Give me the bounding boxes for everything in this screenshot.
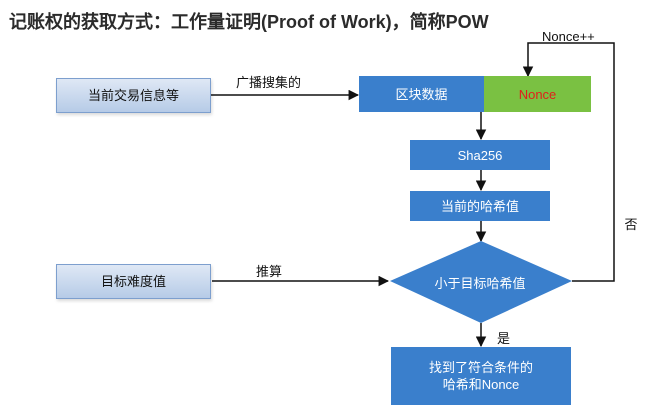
transactions-box: 当前交易信息等 [56, 78, 211, 113]
sha256-box: Sha256 [410, 140, 550, 170]
no-label: 否 [624, 217, 638, 232]
current-hash-box: 当前的哈希值 [410, 191, 550, 221]
page-title: 记账权的获取方式：工作量证明(Proof of Work)，简称POW [9, 12, 489, 32]
arrow-loop-back-to-nonce [522, 42, 615, 282]
difficulty-box: 目标难度值 [56, 264, 211, 299]
nonce-increment-label: Nonce++ [542, 29, 595, 44]
nonce-box: Nonce [484, 76, 591, 112]
decision-label: 小于目标哈希值 [434, 276, 526, 291]
decision-diamond [390, 241, 572, 323]
calculate-label: 推算 [256, 264, 283, 279]
yes-label: 是 [497, 331, 511, 346]
result-box: 找到了符合条件的哈希和Nonce [391, 347, 571, 405]
broadcast-label: 广播搜集的 [236, 75, 302, 90]
block-data-box: 区块数据 [359, 76, 484, 112]
